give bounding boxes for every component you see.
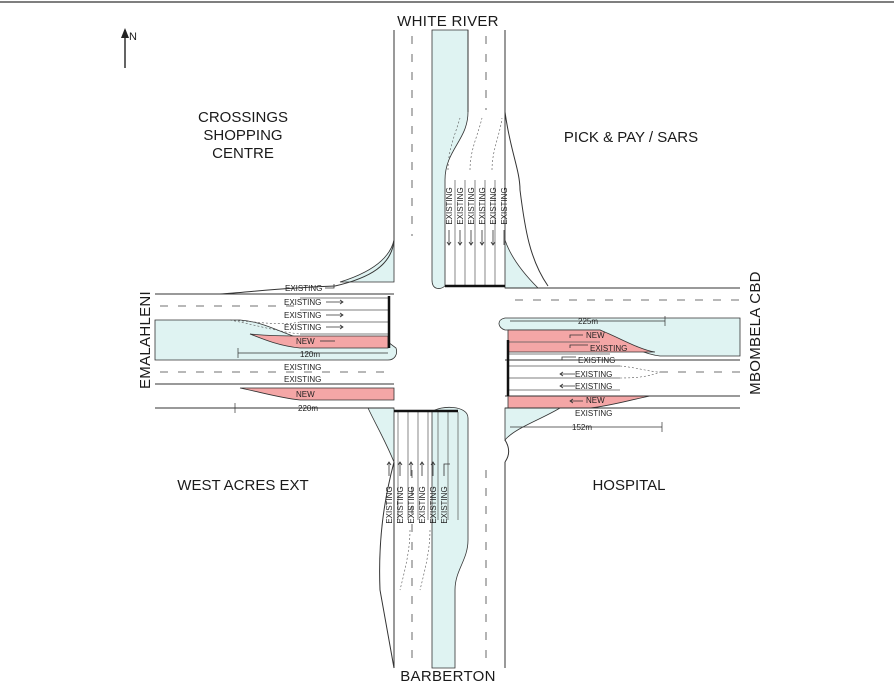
lane-label: EXISTING — [456, 187, 465, 224]
dimension-label-west-upper: 120m — [300, 350, 320, 359]
lane-label: EXISTING — [590, 344, 627, 353]
lane-label: EXISTING — [489, 187, 498, 224]
lane-label: EXISTING — [284, 311, 321, 320]
dimension-lines — [234, 316, 666, 432]
east-new-lane-lower — [507, 395, 651, 409]
road-name-east: MBOMBELA CBD — [747, 271, 764, 395]
lane-label: EXISTING — [284, 298, 321, 307]
se-corner-island — [504, 407, 562, 442]
lane-label: EXISTING — [418, 486, 427, 523]
north-arrow-icon — [121, 28, 129, 68]
north-median — [431, 29, 469, 289]
lane-label: EXISTING — [575, 370, 612, 379]
north-lane-labels: EXISTING EXISTING EXISTING EXISTING EXIS… — [445, 187, 509, 224]
place-nw-line3: CENTRE — [212, 145, 274, 162]
south-lane-arrows — [386, 461, 450, 476]
lane-label: EXISTING — [500, 187, 509, 224]
ne-corner-island — [504, 239, 539, 289]
lane-label: NEW — [586, 396, 605, 405]
lane-label: EXISTING — [575, 409, 612, 418]
dimension-label-east-upper: 225m — [578, 317, 598, 326]
road-name-south: BARBERTON — [400, 668, 496, 685]
sw-corner-island — [367, 407, 395, 463]
lane-label: EXISTING — [440, 486, 449, 523]
dimension-label-west-lower: 220m — [298, 404, 318, 413]
road-edges — [155, 30, 740, 669]
place-nw-line2: SHOPPING — [203, 127, 282, 144]
median-islands — [154, 29, 741, 669]
road-name-north: WHITE RIVER — [397, 13, 499, 30]
lane-label: NEW — [296, 337, 315, 346]
place-sw: WEST ACRES EXT — [177, 477, 308, 494]
lane-lines — [300, 180, 620, 520]
lane-label: EXISTING — [284, 375, 321, 384]
stop-lines — [387, 284, 510, 413]
lane-label: EXISTING — [407, 486, 416, 523]
east-lane-labels: NEW EXISTING EXISTING EXISTING EXISTING … — [575, 331, 627, 418]
west-new-lane-lower — [239, 387, 395, 401]
north-lane-arrows — [446, 230, 505, 246]
lane-label: EXISTING — [478, 187, 487, 224]
lane-label: EXISTING — [467, 187, 476, 224]
lane-label: EXISTING — [445, 187, 454, 224]
lane-label: EXISTING — [284, 323, 321, 332]
south-lane-labels: EXISTING EXISTING EXISTING EXISTING EXIS… — [385, 486, 449, 523]
east-new-lane-upper — [507, 329, 656, 353]
lane-label: EXISTING — [578, 356, 615, 365]
lane-label: EXISTING — [385, 486, 394, 523]
road-name-west: EMALAHLENI — [137, 291, 154, 389]
dashed-lines — [160, 36, 740, 668]
lane-label: EXISTING — [396, 486, 405, 523]
lane-label: NEW — [586, 331, 605, 340]
place-nw-line1: CROSSINGS — [198, 109, 288, 126]
north-label: N — [129, 31, 137, 43]
place-se: HOSPITAL — [592, 477, 665, 494]
lane-label: EXISTING — [429, 486, 438, 523]
lane-label: EXISTING — [284, 363, 321, 372]
south-median — [431, 406, 469, 669]
taper-lines — [229, 117, 661, 591]
lane-label: EXISTING — [285, 284, 322, 293]
lane-label: NEW — [296, 390, 315, 399]
lane-label: EXISTING — [575, 382, 612, 391]
west-lane-labels: EXISTING EXISTING EXISTING EXISTING NEW … — [284, 284, 322, 399]
nw-corner-island — [339, 239, 395, 283]
east-lane-arrows — [559, 334, 588, 404]
dimension-label-east-lower: 152m — [572, 423, 592, 432]
west-lane-arrows — [320, 284, 344, 342]
place-ne: PICK & PAY / SARS — [564, 129, 698, 146]
